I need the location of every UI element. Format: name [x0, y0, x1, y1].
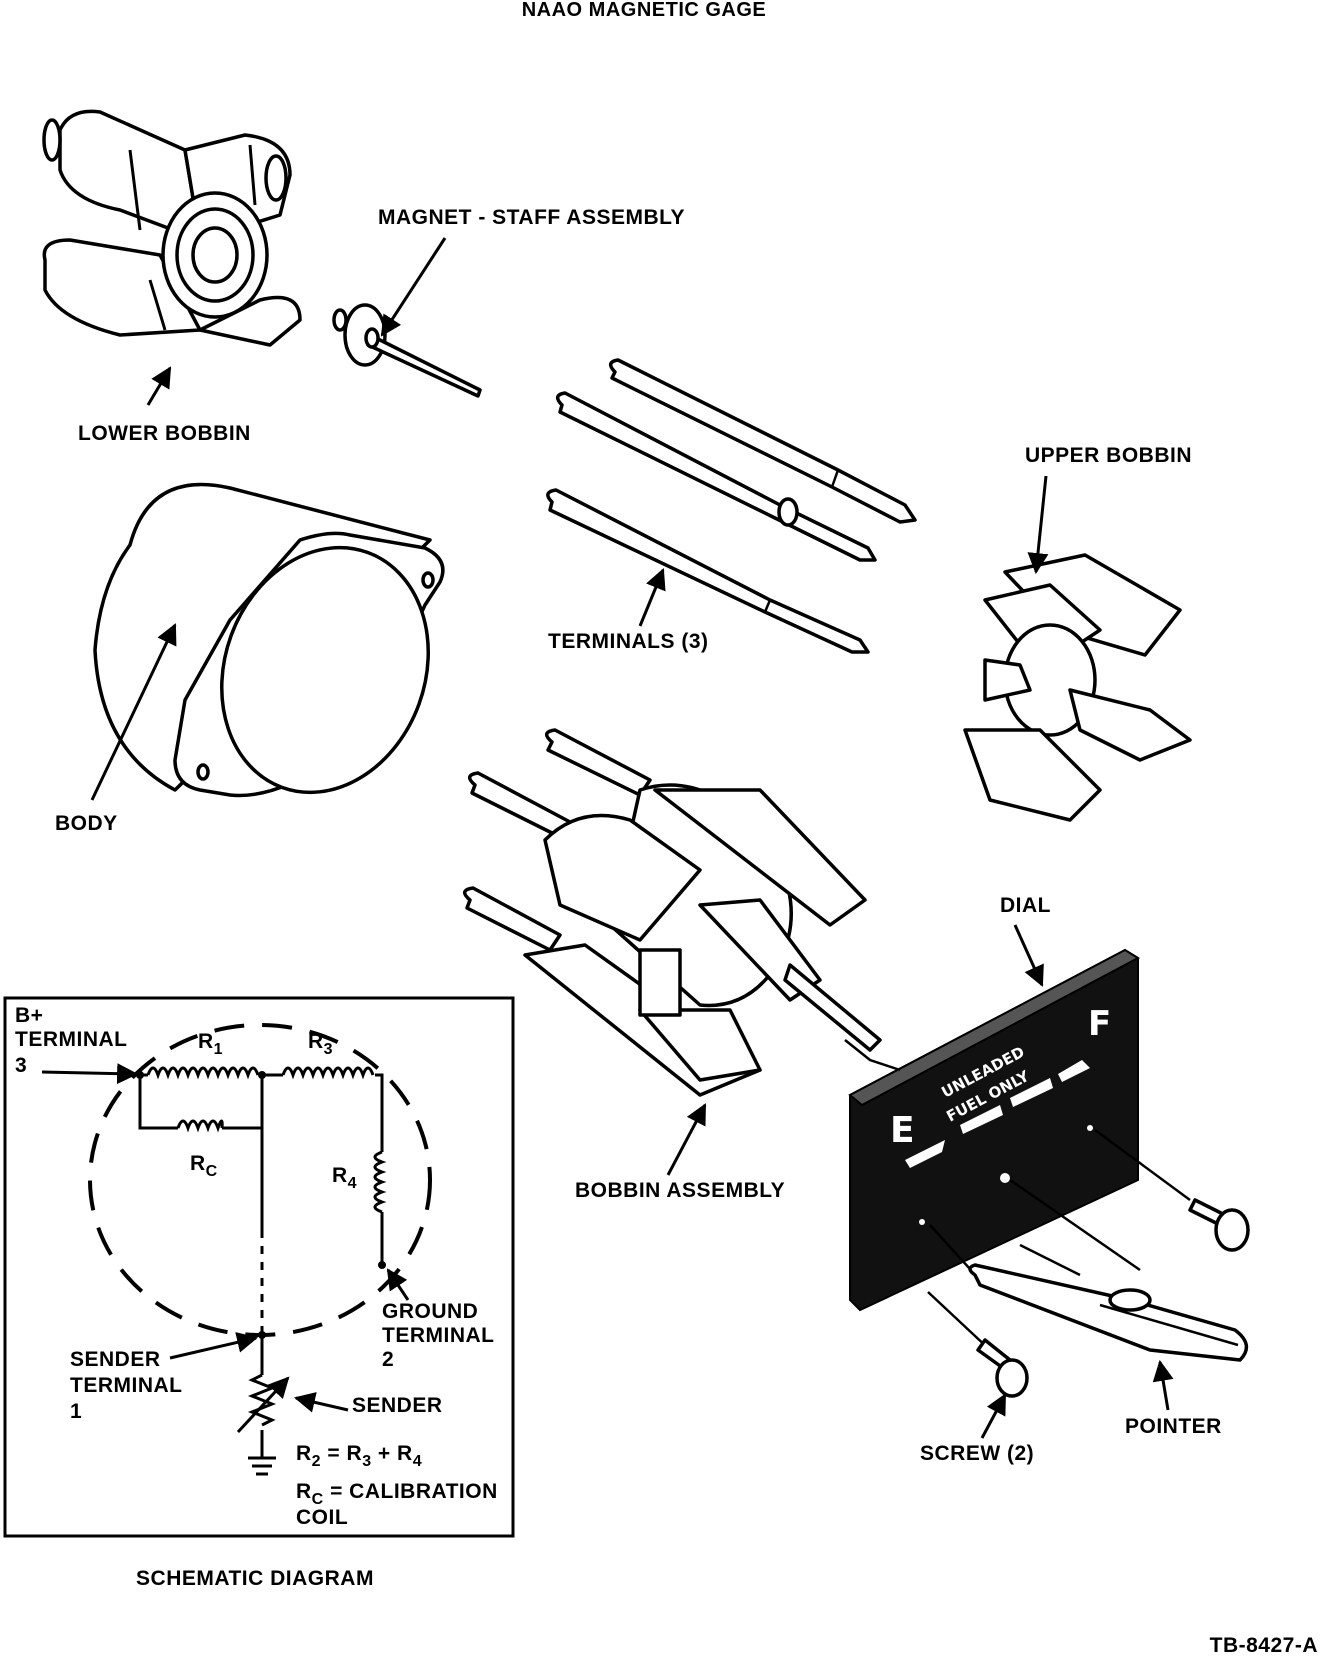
r1-label: R1: [198, 1030, 223, 1058]
sender-terminal-label-1: SENDER: [70, 1348, 161, 1371]
lower-bobbin-label: LOWER BOBBIN: [78, 422, 251, 445]
dial-label: DIAL: [1000, 894, 1051, 917]
screw-right-part: [1188, 1198, 1250, 1252]
dial-full-mark: F: [1088, 1004, 1111, 1044]
bobbin-assembly-part: [463, 728, 882, 1097]
schematic-caption: SCHEMATIC DIAGRAM: [136, 1567, 374, 1590]
b-plus-terminal-label: TERMINAL: [15, 1028, 128, 1051]
rc-label: RC: [190, 1152, 218, 1180]
sender-label: SENDER: [352, 1394, 443, 1417]
terminals-part: [546, 358, 917, 654]
pointer-label: POINTER: [1125, 1415, 1222, 1438]
lower-bobbin-part: [42, 109, 302, 347]
equation-rc-coil: COIL: [296, 1506, 348, 1529]
sender-terminal-label-3: 1: [70, 1400, 82, 1423]
r3-label: R3: [308, 1030, 333, 1058]
upper-bobbin-part: [963, 553, 1192, 822]
b-plus-number-label: 3: [15, 1054, 27, 1077]
sender-terminal-label-2: TERMINAL: [70, 1374, 183, 1397]
equation-rc: RC = CALIBRATION: [296, 1480, 498, 1508]
r4-label: R4: [332, 1164, 357, 1192]
schematic-diagram: B+ TERMINAL 3 R1 R3 RC R4 GROUND TERMINA…: [3, 996, 515, 1538]
dial-empty-mark: E: [890, 1110, 915, 1151]
upper-bobbin-label: UPPER BOBBIN: [1025, 444, 1192, 467]
pointer-part: [968, 1263, 1249, 1362]
ground-terminal-label-3: 2: [382, 1348, 394, 1371]
figure-id: TB-8427-A: [1210, 1634, 1318, 1657]
magnet-staff-label: MAGNET - STAFF ASSEMBLY: [378, 206, 685, 229]
screw-bottom-part: [976, 1338, 1029, 1398]
ground-terminal-label-2: TERMINAL: [382, 1324, 495, 1347]
schematic-frame: [3, 996, 515, 1538]
ground-terminal-label-1: GROUND: [382, 1300, 478, 1323]
terminals-label: TERMINALS (3): [548, 630, 709, 653]
dial-part: E F UNLEADED FUEL ONLY: [848, 948, 1141, 1312]
body-label: BODY: [55, 812, 118, 835]
b-plus-label: B+: [15, 1004, 43, 1027]
equation-r2: R2 = R3 + R4: [296, 1442, 422, 1470]
body-part: [93, 482, 445, 798]
magnet-staff-part: [332, 303, 482, 398]
screw-label: SCREW (2): [920, 1442, 1034, 1465]
page-title: NAAO MAGNETIC GAGE: [522, 0, 767, 21]
bobbin-assembly-label: BOBBIN ASSEMBLY: [575, 1179, 785, 1202]
